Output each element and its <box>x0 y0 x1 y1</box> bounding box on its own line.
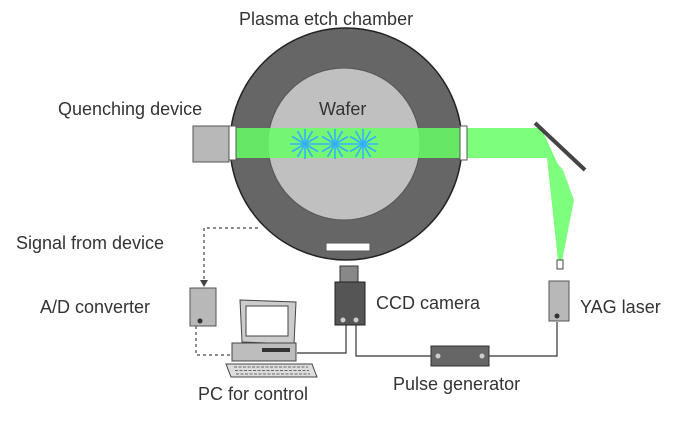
chamber-left-window <box>228 125 237 161</box>
plasma-sparks <box>290 129 378 159</box>
ccd-camera-label: CCD camera <box>376 293 481 313</box>
camera-icon <box>334 265 366 326</box>
ad-converter-label: A/D converter <box>40 297 151 317</box>
pc-label: PC for control <box>198 384 309 404</box>
ad-converter-box <box>189 287 217 327</box>
quenching-device <box>192 125 230 163</box>
pulse-generator-box <box>430 345 490 367</box>
signal-arrowhead <box>200 280 208 287</box>
spark-icon <box>320 129 350 159</box>
pulse-generator-label: Pulse generator <box>393 374 521 394</box>
camera-to-pc-wire <box>297 323 347 354</box>
laser-beam-horizontal <box>233 128 541 158</box>
camera-to-pulse-wire <box>355 323 431 357</box>
pulse-to-laser-wire <box>487 322 558 357</box>
spark-icon <box>348 129 378 159</box>
adc-to-pc-dashed-line <box>195 326 236 356</box>
wafer-label: Wafer <box>319 99 367 119</box>
laser-beam-down <box>541 128 574 261</box>
computer-icon <box>225 299 318 378</box>
signal-label: Signal from device <box>16 233 165 253</box>
signal-dashed-line <box>203 227 258 282</box>
mirror-icon <box>533 121 587 172</box>
laser-icon <box>548 259 570 322</box>
laser-beam <box>233 128 574 261</box>
spark-icon <box>290 129 320 159</box>
chamber-right-window <box>459 125 468 161</box>
chamber-title: Plasma etch chamber <box>239 9 414 29</box>
quenching-device-label: Quenching device <box>58 99 203 119</box>
chamber-bottom-window <box>325 242 371 252</box>
yag-laser-label: YAG laser <box>580 297 661 317</box>
